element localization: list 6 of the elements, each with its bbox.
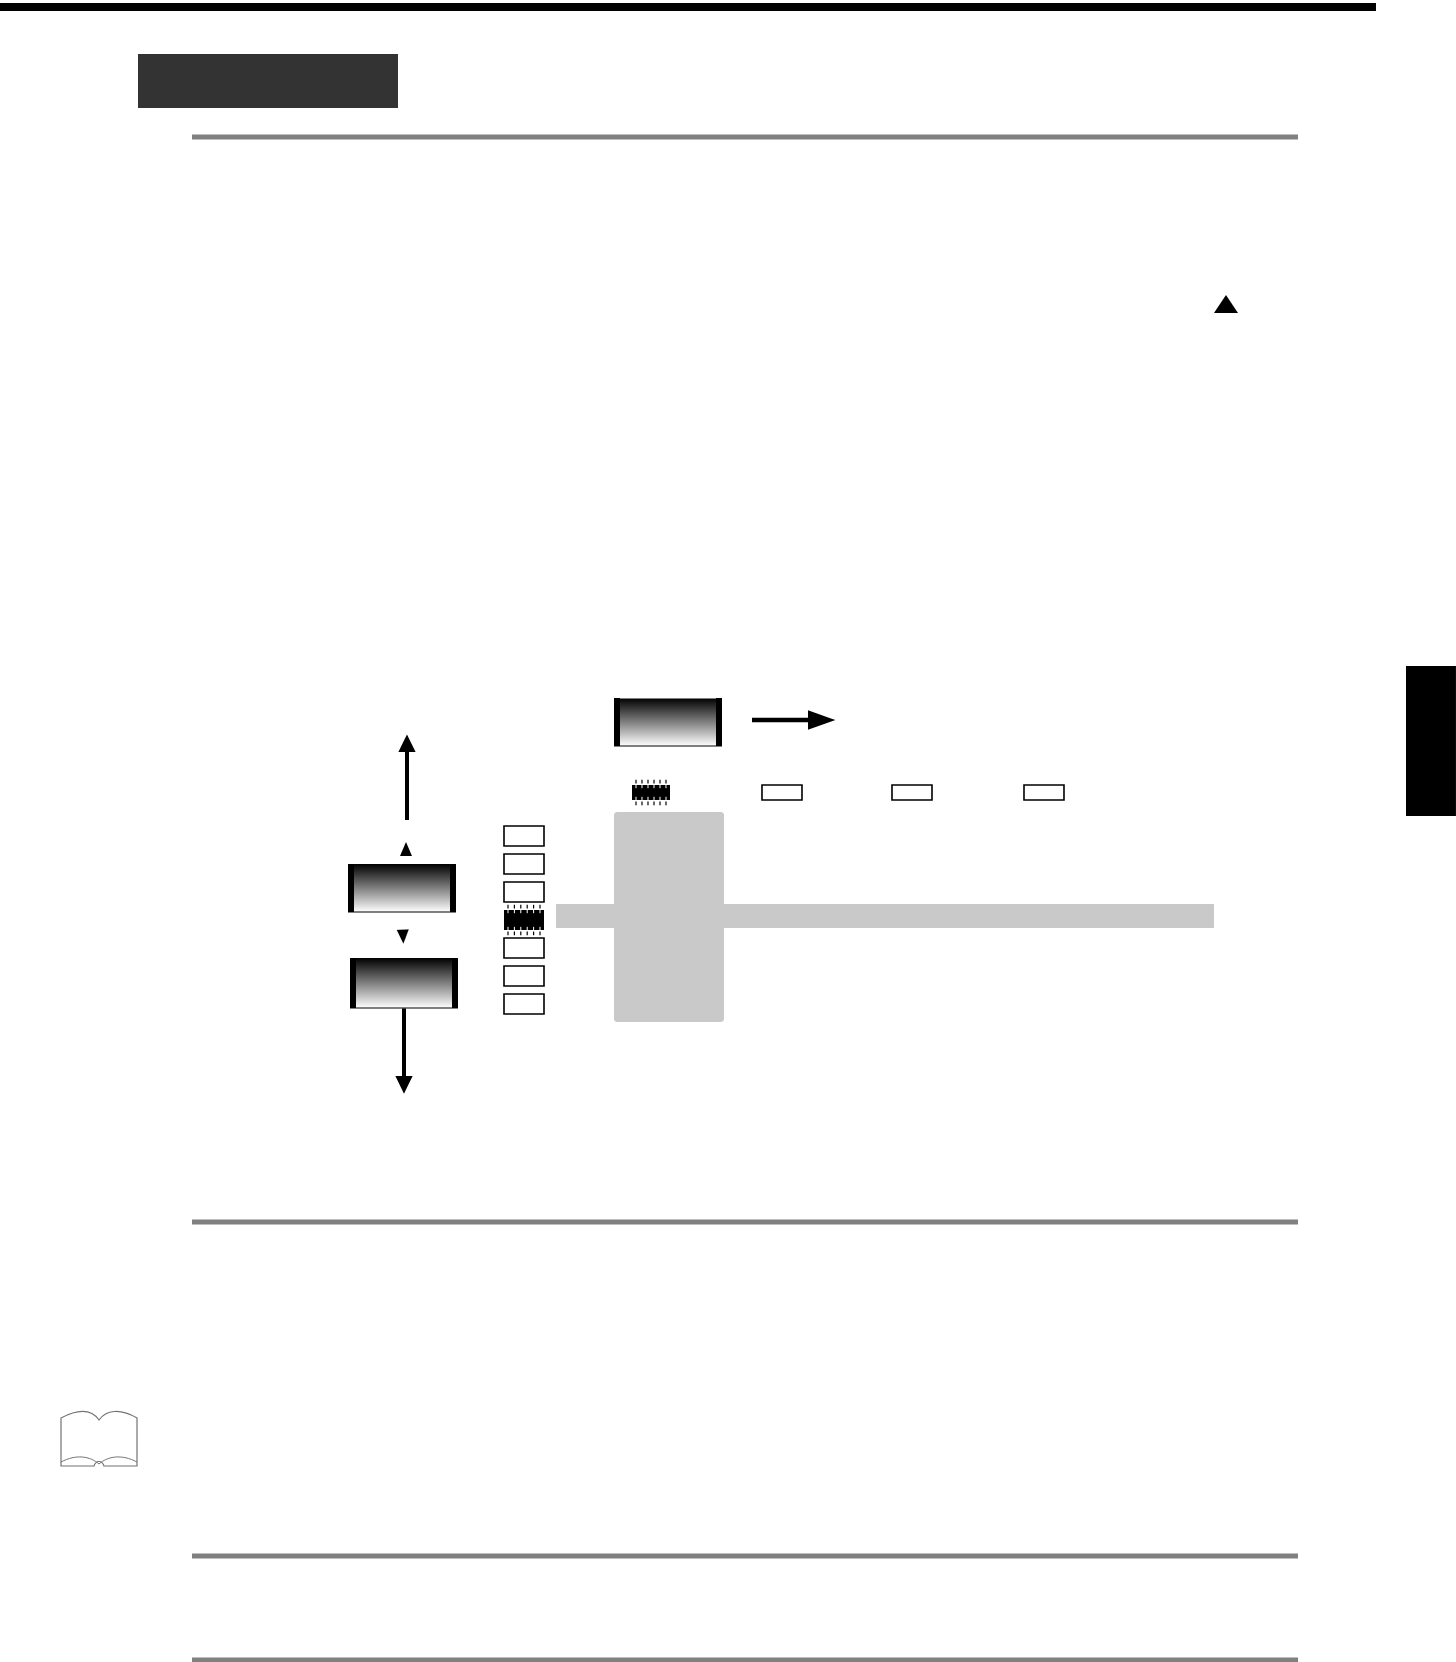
arrow	[396, 929, 409, 944]
push-button	[613, 698, 723, 747]
push-button	[349, 958, 459, 1009]
push-button	[347, 864, 457, 913]
section-tab	[138, 54, 398, 108]
side-tab	[1406, 666, 1456, 816]
